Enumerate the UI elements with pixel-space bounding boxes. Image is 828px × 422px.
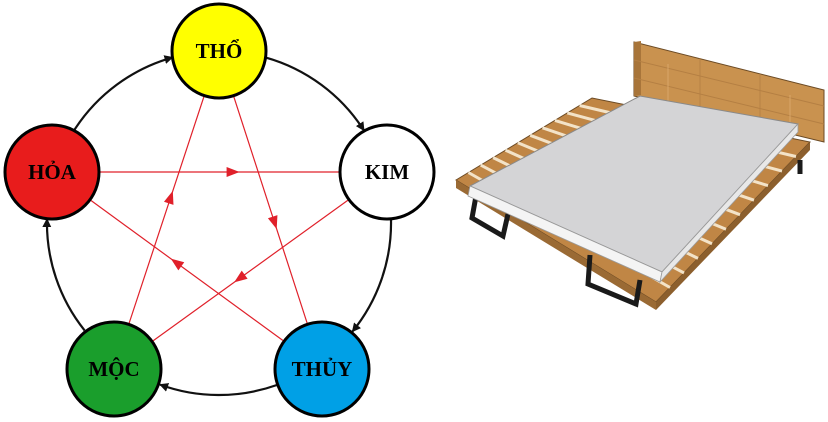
five-elements-diagram: THỔ KIM THỦY MỘC HỎA [3,2,436,418]
controlling-cycle [51,50,388,370]
generating-arrow-tho-to-kim [265,56,365,132]
element-nodes: THỔ KIM THỦY MỘC HỎA [3,2,436,418]
controlling-line-kim-to-moc [113,171,388,370]
bed-illustration [455,41,825,310]
headboard [633,41,825,143]
controlling-line-tho-to-thuy [218,50,323,370]
element-thuy-label: THỦY [292,357,353,381]
element-hoa-label: HỎA [28,160,77,184]
element-hoa-circle [3,123,101,221]
controlling-line-moc-to-tho [113,50,220,370]
controlling-arrowhead-hoa-to-kim [226,167,240,177]
generating-arrow-thuy-to-moc [159,383,277,397]
controlling-arrowhead-kim-to-moc [234,270,248,283]
controlling-arrowhead-moc-to-tho [163,190,174,205]
element-moc-circle [65,320,163,418]
generating-arrow-hoa-to-tho [73,55,174,131]
generating-arrow-kim-to-thuy [351,219,393,333]
element-moc-label: MỘC [88,357,139,381]
generating-cycle [42,55,393,397]
controlling-line-thuy-to-hoa [51,171,323,370]
element-hoa: HỎA [3,123,101,221]
controlling-arrowhead-tho-to-thuy [267,215,278,230]
element-thuy-circle [273,320,371,418]
element-kim: KIM [338,123,436,221]
element-kim-circle [338,123,436,221]
element-tho: THỔ [170,2,268,100]
element-thuy: THỦY [273,320,371,418]
bed-legs [469,160,803,308]
element-tho-label: THỔ [196,39,243,63]
element-moc: MỘC [65,320,163,418]
controlling-arrowhead-thuy-to-hoa [170,258,185,271]
element-kim-label: KIM [365,160,410,184]
mattress [467,95,799,284]
generating-arrow-moc-to-hoa [42,218,86,332]
element-tho-circle [170,2,268,100]
